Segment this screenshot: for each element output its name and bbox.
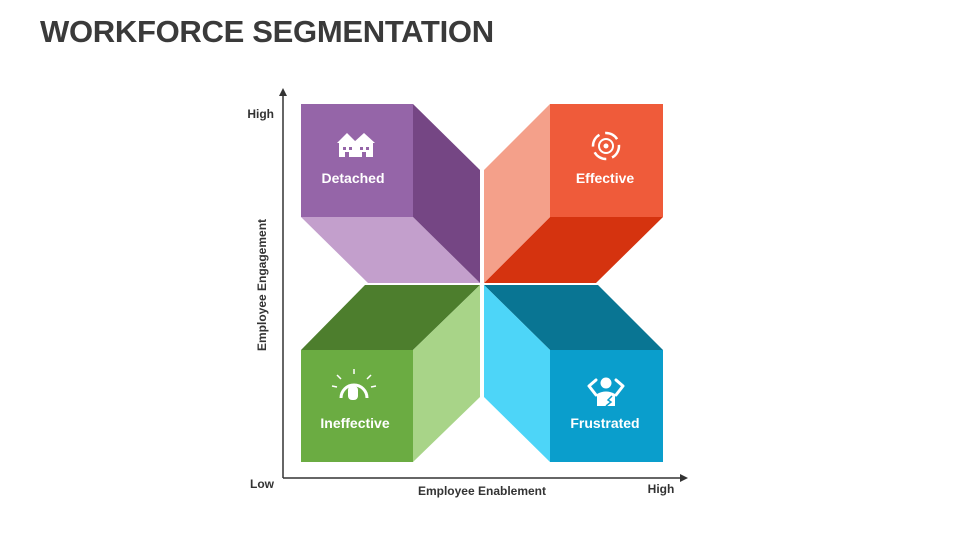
detached-bottom-face [301, 217, 480, 283]
x-axis-high-label: High [648, 482, 675, 496]
quadrant-detached: Detached [301, 104, 480, 283]
ineffective-top-face [301, 285, 480, 350]
houses-icon [337, 133, 375, 157]
x-axis-title: Employee Enablement [418, 484, 546, 498]
target-gear-icon [591, 131, 621, 161]
quadrant-frustrated: Frustrated [484, 285, 663, 462]
quadrant-ineffective: Ineffective [301, 285, 480, 462]
ineffective-side-face [413, 285, 480, 462]
y-axis-title: Employee Engagement [255, 219, 269, 351]
detached-front-face [301, 104, 413, 217]
y-axis-high-label: High [247, 107, 274, 121]
detached-label: Detached [321, 170, 384, 186]
effective-front-face [550, 104, 663, 217]
detached-side-face [413, 104, 480, 283]
ineffective-front-face [301, 350, 413, 462]
effective-bottom-face [484, 217, 663, 283]
effective-label: Effective [576, 170, 635, 186]
quadrant-effective: Effective [484, 104, 663, 283]
page-title: WORKFORCE SEGMENTATION [40, 14, 494, 49]
stressed-person-icon [587, 377, 625, 407]
speedometer-icon [331, 369, 377, 400]
origin-low-label: Low [250, 477, 275, 491]
ineffective-label: Ineffective [320, 415, 389, 431]
frustrated-label: Frustrated [570, 415, 639, 431]
frustrated-side-face [484, 285, 550, 462]
effective-side-face [484, 104, 550, 283]
frustrated-top-face [484, 285, 663, 350]
